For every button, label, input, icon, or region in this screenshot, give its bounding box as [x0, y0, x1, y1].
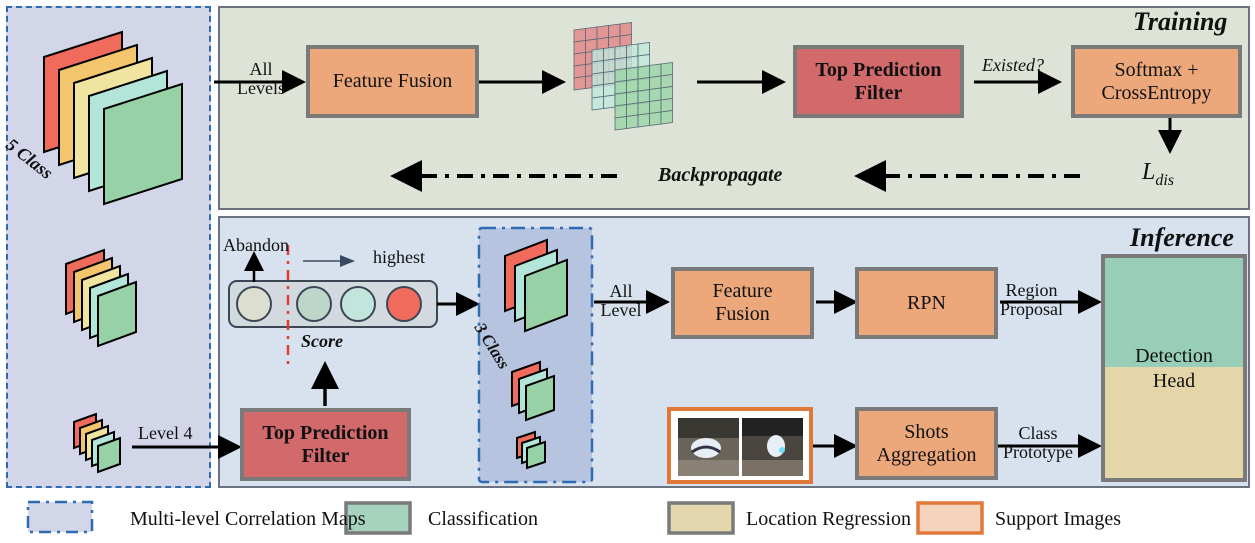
support-image-2 [742, 418, 803, 476]
level4-label: Level 4 [138, 423, 193, 443]
support-image-1 [678, 418, 739, 476]
legend-swatch-support-images [916, 501, 984, 535]
legend-label-location-regression: Location Regression [746, 508, 911, 530]
filter-inf-line1: Top Prediction [262, 421, 389, 444]
map-stack-3-class-medium [511, 360, 555, 422]
ff-line1: Feature [712, 280, 773, 302]
feature-fusion-label: Feature Fusion [332, 70, 453, 92]
softmax-crossentropy-box: Softmax +CrossEntropy [1071, 45, 1242, 118]
feature-fusion-box-training: Feature Fusion [306, 45, 479, 118]
filter-label-line2: Filter [854, 81, 903, 104]
filter-label-line1: Top Prediction [815, 58, 942, 81]
feature-grid-maps [573, 22, 673, 131]
map-layer [103, 82, 183, 206]
score-circle [340, 286, 376, 322]
legend-swatch-classification [344, 501, 412, 535]
map-layer [524, 258, 568, 333]
existed-label: Existed? [982, 55, 1044, 75]
map-stack-5-class-large [43, 30, 183, 206]
legend-label-correlation-maps: Multi-level Correlation Maps [130, 508, 366, 530]
map-stack-3-class-large [504, 238, 568, 333]
score-circle [386, 286, 422, 322]
softmax-label-line1: Softmax + [1114, 58, 1199, 81]
loss-label: Ldis [1142, 159, 1175, 189]
abandon-label: Abandon [223, 235, 289, 255]
rpn-label: RPN [907, 291, 946, 314]
grid-map [614, 62, 673, 131]
map-stack-5-class-small [73, 412, 121, 474]
shots-line2: Aggregation [876, 443, 977, 466]
inference-title: Inference [1130, 223, 1234, 252]
rpn-box: RPN [855, 267, 998, 339]
legend-label-support-images: Support Images [995, 508, 1122, 530]
legend-swatch-location-regression [667, 501, 735, 535]
map-layer [97, 436, 121, 474]
highest-label: highest [373, 247, 425, 267]
backpropagate-label: Backpropagate [658, 164, 783, 186]
score-circle [296, 286, 332, 322]
all-levels-label: All Levels [237, 59, 285, 98]
detection-head-regression [1103, 367, 1245, 480]
detection-head-classification [1103, 256, 1245, 367]
score-circle [236, 286, 272, 322]
score-label: Score [301, 331, 343, 351]
map-layer [97, 280, 137, 348]
shots-line1: Shots [904, 420, 949, 443]
score-circles [236, 286, 422, 322]
map-layer [526, 440, 546, 470]
map-layer [525, 374, 555, 422]
training-title: Training [1133, 7, 1228, 36]
legend-swatch-correlation-maps [26, 500, 94, 534]
filter-inf-line2: Filter [301, 444, 350, 467]
ff-line2: Fusion [715, 303, 770, 325]
map-stack-5-class-medium [65, 248, 137, 348]
softmax-label-line2: CrossEntropy [1101, 81, 1212, 104]
detection-head-border [1101, 254, 1247, 482]
legend-label-classification: Classification [428, 508, 538, 530]
map-stack-3-class-small [516, 430, 546, 470]
